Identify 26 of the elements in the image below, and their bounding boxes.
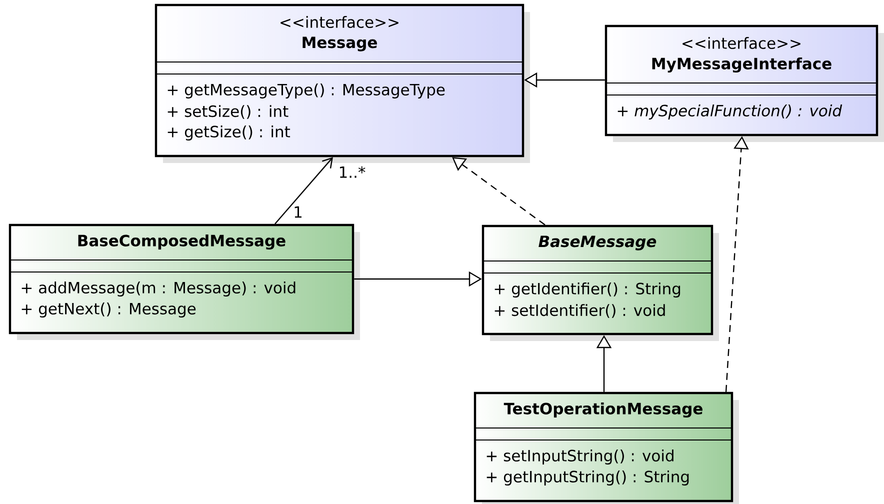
operation-text: + getIdentifier() : String (494, 282, 680, 298)
operation-text: + getNext() : Message (22, 302, 196, 318)
operation-text: + getInputString() : String (486, 470, 689, 486)
operation-text: + getSize() : int (168, 126, 290, 140)
arrow (274, 157, 333, 224)
class-box (482, 224, 719, 341)
class-name: BaseComposedMessage (78, 234, 286, 250)
class-name: MyMessageInterface (652, 57, 832, 73)
operation-text: + mySpecialFunction() : void (618, 104, 842, 120)
class-box (8, 224, 360, 340)
stereotype-label: <<interface>> (280, 16, 398, 28)
class-box (474, 392, 739, 504)
operation-text: + setInputString() : void (486, 450, 674, 465)
operation-text: + setIdentifier() : void (494, 304, 665, 318)
multiplicity-label: 1 (294, 206, 302, 218)
dashed-arrow (452, 157, 546, 226)
stereotype-label: <<interface>> (682, 37, 800, 49)
multiplicity-label: 1..* (340, 166, 366, 178)
operation-text: + setSize() : int (168, 105, 288, 119)
operation-text: + getMessageType() : MessageType (168, 84, 445, 98)
class-box (154, 4, 530, 163)
class-box (604, 24, 884, 142)
class-name: BaseMessage (538, 236, 656, 250)
operation-text: + addMessage(m : Message) : void (22, 282, 296, 296)
class-name: TestOperationMessage (504, 402, 702, 418)
class-name: Message (302, 36, 377, 52)
